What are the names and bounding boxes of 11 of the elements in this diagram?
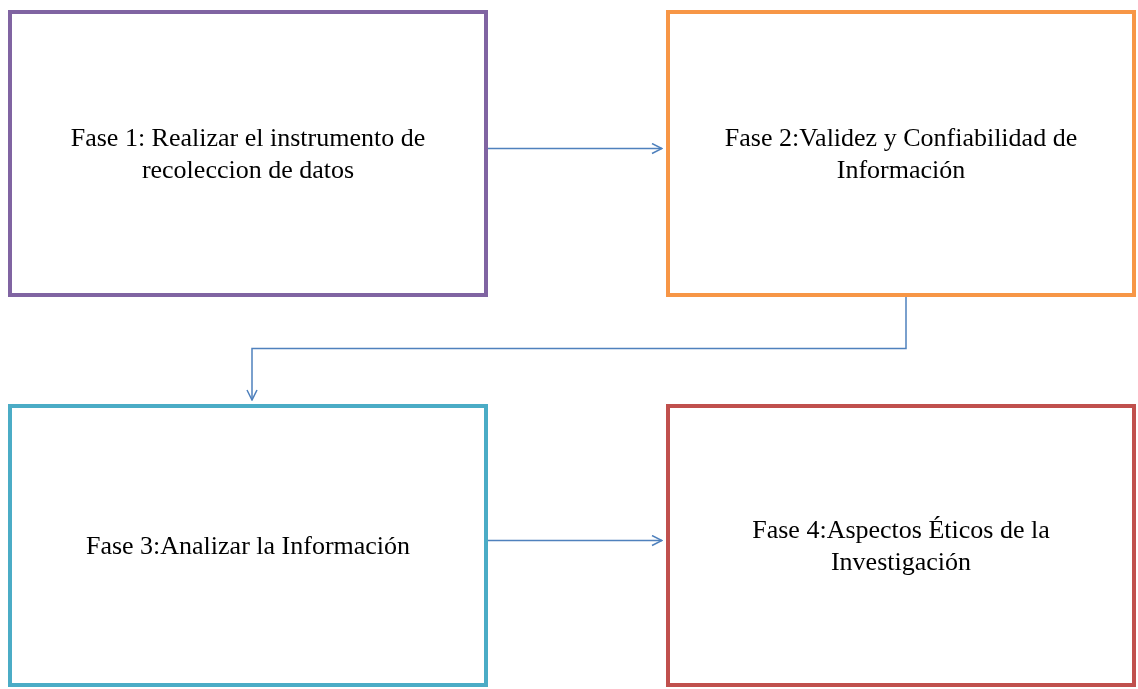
box-label: Fase 2:Validez y Confiabilidad de Información [723, 122, 1079, 185]
process-box [8, 10, 488, 297]
arrow [487, 142, 663, 155]
box-label: Fase 1: Realizar el instrumento de recoleccion de datos [69, 122, 427, 185]
box-label: Fase 4:Aspectos Éticos de la Investigación [751, 514, 1051, 577]
process-box [8, 404, 488, 687]
arrow [246, 296, 907, 401]
arrow [487, 534, 663, 547]
process-box [666, 404, 1136, 687]
process-box [666, 10, 1136, 297]
box-label: Fase 3:Analizar la Información [85, 529, 411, 562]
